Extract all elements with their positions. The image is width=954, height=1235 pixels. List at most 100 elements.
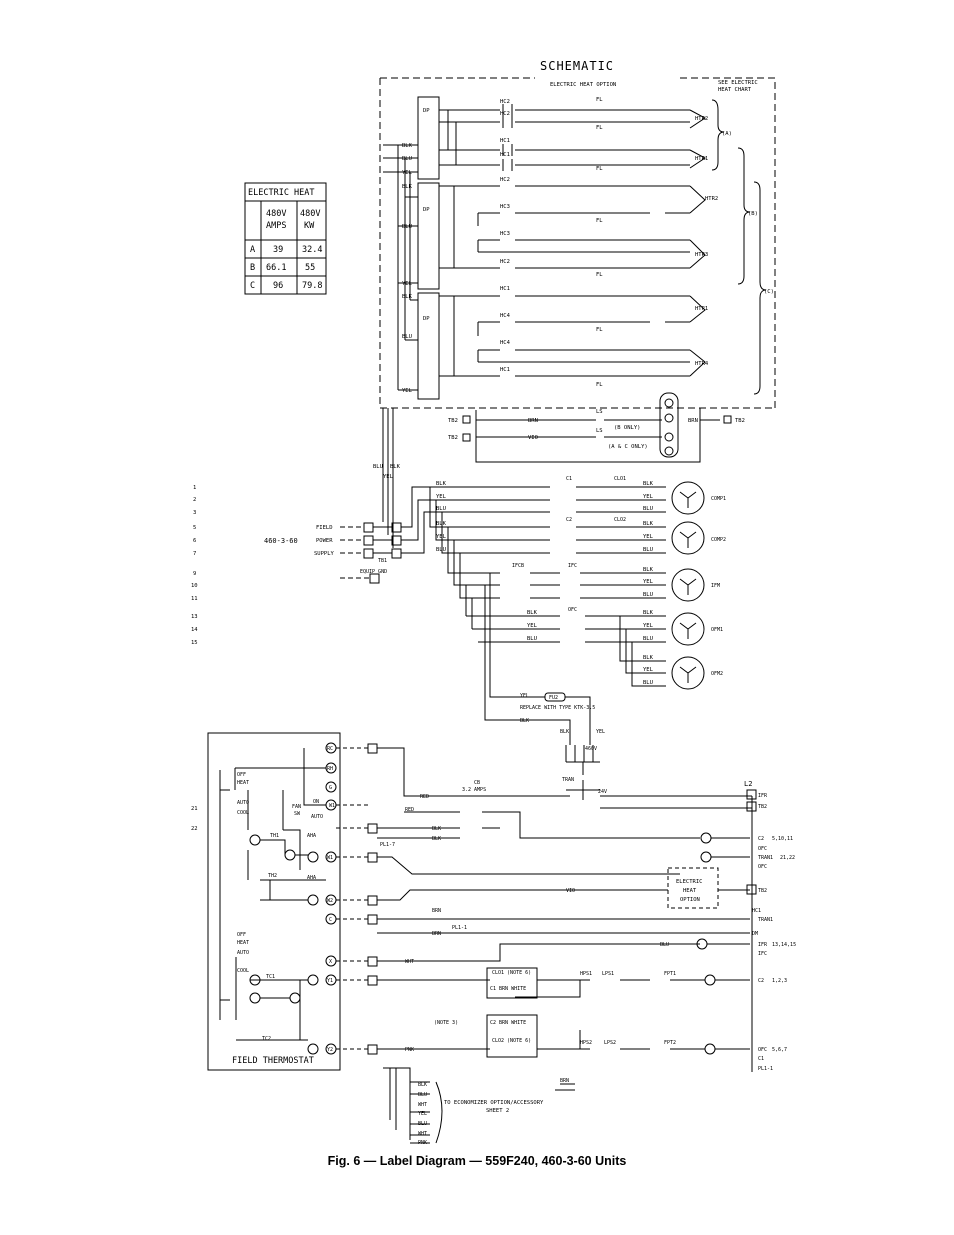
hc2-label-c: HC2 [500, 177, 510, 183]
fl-label-5: FL [596, 272, 603, 278]
eco-blu-1: BLU [418, 1092, 427, 1098]
eco-blk-1: BLK [418, 1082, 427, 1088]
wire-blk-m5: BLK [643, 521, 654, 527]
wire-blk-p1: BLK [436, 481, 447, 487]
hc3-label-a: HC3 [500, 204, 510, 210]
tran-secondary: 24V [598, 789, 607, 795]
term-c: C [329, 917, 332, 923]
ifcb-tag: IFCB [512, 563, 524, 569]
line-num-13: 13 [191, 614, 198, 620]
cool-sw-cool: COOL [237, 968, 249, 974]
fan-sw-label2: SW [294, 811, 301, 817]
ifc-tag: IFC [568, 563, 577, 569]
wire-blk-drop: BLK [390, 464, 401, 470]
ref-num-4: 21,22 [780, 855, 795, 861]
ref-tag-9: DM [752, 931, 758, 937]
c1-brn-label: C1 BRN WHITE [490, 986, 526, 992]
heater-group-3 [439, 295, 706, 377]
electric-heat-box-l2: HEAT [683, 888, 697, 894]
hc4-label-a: HC4 [500, 313, 511, 319]
heat-table-unit-b: B [250, 263, 255, 273]
heat-table-amps-b: 66.1 [266, 263, 286, 273]
clo2-note: CLO2 (NOTE 6) [492, 1038, 531, 1044]
line-num-11: 11 [191, 596, 198, 602]
fan-sw-on: ON [313, 799, 319, 805]
wire-blu-f3: BLU [527, 636, 537, 642]
pl11-label: PL1-1 [452, 925, 467, 931]
ctl-wire-brn2: BRN [432, 931, 441, 937]
hc3-label-b: HC3 [500, 231, 510, 237]
heat-table-kw-c: 79.8 [302, 281, 322, 291]
figure-caption: Fig. 6 — Label Diagram — 559F240, 460-3-… [327, 1154, 627, 1168]
tran-primary: 460V [585, 746, 597, 752]
fl-label-3: FL [596, 166, 603, 172]
schematic-title: SCHEMATIC [540, 59, 614, 73]
tc1-label: TC1 [266, 974, 275, 980]
wire-blu-1: BLU [402, 156, 412, 162]
cb-rating: 3.2 AMPS [462, 787, 486, 793]
ctl-wire-red: RED [420, 794, 429, 800]
heat-sw-cool: COOL [237, 810, 249, 816]
term-y1: Y1 [327, 978, 333, 984]
line-num-1: 1 [193, 485, 196, 491]
ctl-wire-pnk: PNK [405, 1047, 414, 1053]
hc4-label-b: HC4 [500, 340, 511, 346]
ctl-wire-brn: BRN [432, 908, 441, 914]
eco-brn: BRN [560, 1078, 569, 1084]
wire-blu-p3: BLU [436, 506, 446, 512]
ctl-wire-blu: BLU [660, 942, 669, 948]
wire-yel-m2: YEL [643, 494, 654, 500]
ofc-tag: OFC [568, 607, 577, 613]
group-b-label: (B) [748, 211, 758, 217]
electric-heat-box [667, 867, 719, 909]
electric-heat-box-l3: OPTION [680, 897, 700, 903]
ref-tag-0: IFR [758, 793, 768, 799]
heat-table-amps-a: 39 [273, 245, 283, 255]
fl-label-6: FL [596, 327, 603, 333]
ifm-label: IFM [711, 583, 720, 589]
ctl-wire-red2: RED [405, 807, 414, 813]
hc1-label-a: HC1 [500, 138, 510, 144]
ref-num-13: 5,6,7 [772, 1047, 787, 1053]
eco-pnk: PNK [418, 1140, 427, 1146]
pl17-label: PL1-7 [380, 842, 395, 848]
fl-label-1: FL [596, 97, 603, 103]
wire-yel-p6: YEL [436, 534, 447, 540]
eco-wht-1: WHT [418, 1102, 427, 1108]
cb-label: CB [474, 780, 480, 786]
hps2-label: HPS2 [580, 1040, 592, 1046]
heat-table-h2a: 480V [300, 209, 320, 219]
line-num-22: 22 [191, 826, 198, 832]
term-w2: W2 [327, 898, 333, 904]
ref-tag-1: TB2 [758, 804, 767, 810]
wire-yel-o2: YEL [643, 623, 654, 629]
lps1-label: LPS1 [602, 971, 614, 977]
wire-blu-p7: BLU [436, 547, 446, 553]
heat-sw-heat: HEAT [237, 780, 249, 786]
fan-sw-auto: AUTO [311, 814, 323, 820]
ref-tag-2: C2 [758, 836, 764, 842]
heat-table-h2b: KW [304, 221, 315, 231]
fl-label-4: FL [596, 218, 603, 224]
eco-blu-2: BLU [418, 1121, 427, 1127]
cool-sw-heat: HEAT [237, 940, 249, 946]
schematic-border [379, 77, 776, 409]
tb1-label: TB1 [378, 558, 387, 564]
wire-blk-fu2: BLK [560, 729, 569, 735]
th2-label: TH2 [268, 873, 277, 879]
htr1-label-2: HTR1 [695, 306, 708, 312]
hc1-label-c: HC1 [500, 286, 510, 292]
field-label: FIELD [316, 525, 333, 531]
wire-blu-o3: BLU [643, 636, 653, 642]
c2-tag: C2 [566, 517, 572, 523]
ref-num-12: 1,2,3 [772, 978, 787, 984]
th1-label: TH1 [270, 833, 279, 839]
ref-num-10: 13,14,15 [772, 942, 796, 948]
electric-heat-table: ELECTRIC HEAT 480V AMPS 480V KW A 39 32.… [244, 182, 327, 295]
wire-yel-p2: YEL [436, 494, 447, 500]
heat-sw-auto: AUTO [237, 800, 249, 806]
fuse-note: REPLACE WITH TYPE KTK-3.5 [520, 705, 595, 711]
ctl-wire-blk: BLK [432, 826, 441, 832]
htr2-label-2: HTR2 [705, 196, 718, 202]
